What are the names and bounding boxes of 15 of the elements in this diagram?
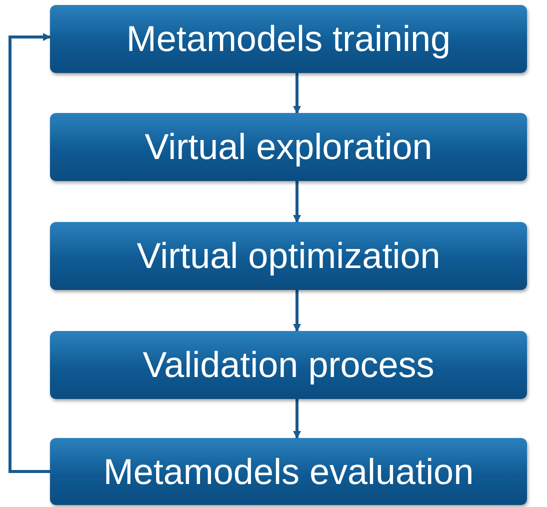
- arrow: [8, 33, 51, 473]
- process-box: [50, 222, 527, 290]
- step-label: Virtual optimization: [136, 235, 440, 277]
- process-box: [50, 331, 527, 399]
- step-label: Metamodels evaluation: [103, 450, 474, 492]
- step-label: Validation process: [142, 344, 434, 386]
- arrow: [293, 181, 301, 223]
- step-label: Virtual exploration: [144, 126, 432, 168]
- step-label: Metamodels training: [126, 18, 451, 60]
- process-box: [50, 5, 527, 73]
- arrow: [293, 290, 301, 332]
- arrow: [293, 73, 301, 114]
- arrow: [293, 399, 301, 439]
- process-box: [50, 113, 527, 181]
- process-box: [50, 438, 527, 505]
